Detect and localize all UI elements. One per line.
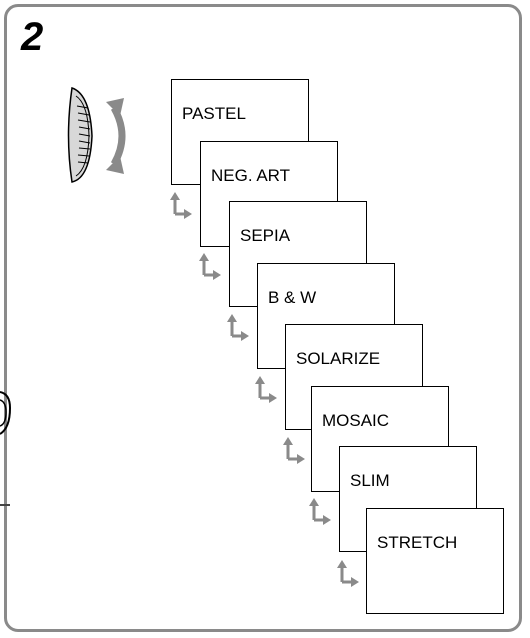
effect-label: PASTEL xyxy=(182,104,246,123)
edge-line xyxy=(0,504,10,506)
loop-arrow-icon xyxy=(335,558,361,589)
loop-arrow-icon xyxy=(197,251,223,282)
effect-label: STRETCH xyxy=(377,533,458,552)
effect-label: B & W xyxy=(268,288,317,307)
effect-label: SEPIA xyxy=(240,226,291,245)
loop-arrow-icon xyxy=(281,435,307,466)
loop-arrow-icon xyxy=(307,496,333,527)
effect-label: SOLARIZE xyxy=(296,349,381,368)
effect-card: STRETCH xyxy=(366,508,504,614)
step-number: 2 xyxy=(21,15,44,59)
effect-label: NEG. ART xyxy=(211,166,291,185)
loop-arrow-icon xyxy=(225,312,251,343)
rotate-arrows-icon xyxy=(104,96,138,181)
effect-label: MOSAIC xyxy=(322,411,390,430)
edge-fragment xyxy=(0,388,14,443)
effect-label: SLIM xyxy=(350,471,390,490)
loop-arrow-icon xyxy=(168,190,194,221)
loop-arrow-icon xyxy=(253,374,279,405)
dial-wheel-icon xyxy=(62,86,142,191)
